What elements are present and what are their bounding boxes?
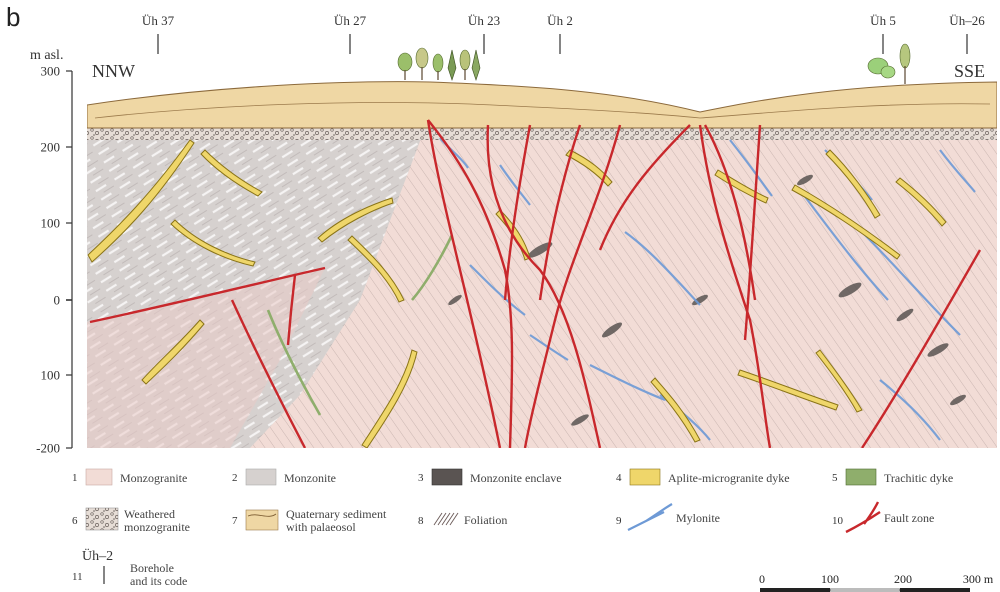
legend-number: 10 bbox=[832, 516, 843, 527]
legend-label: Quaternary sediment with palaeosol bbox=[286, 508, 386, 534]
borehole-label: Üh–26 bbox=[949, 14, 984, 27]
tree bbox=[416, 48, 428, 68]
legend-swatch-quaternary bbox=[246, 510, 278, 530]
scale-bar-label: 200 bbox=[894, 573, 912, 585]
tree bbox=[472, 50, 480, 80]
scale-bar-segment bbox=[900, 588, 970, 592]
legend-number: 11 bbox=[72, 572, 83, 583]
y-tick-label: 0 bbox=[20, 294, 60, 307]
y-axis bbox=[66, 71, 72, 448]
legend-swatch-foliation bbox=[434, 513, 458, 525]
legend-label: Monzonite bbox=[284, 472, 336, 485]
quaternary-sediment bbox=[87, 82, 997, 128]
tree bbox=[881, 66, 895, 78]
y-tick-label: 300 bbox=[20, 65, 60, 78]
legend-number: 6 bbox=[72, 516, 78, 527]
legend-swatch-aplite bbox=[630, 469, 660, 485]
tree-group-right bbox=[868, 44, 910, 84]
legend-label: Trachitic dyke bbox=[884, 472, 953, 485]
surface-trees bbox=[398, 44, 910, 84]
legend-swatch-enclave bbox=[432, 469, 462, 485]
scale-bar-segment bbox=[830, 589, 900, 591]
legend-swatch-mylonite bbox=[628, 504, 672, 530]
tree-group-center bbox=[398, 48, 480, 80]
legend-borehole-code: Üh–2 bbox=[82, 550, 113, 564]
scale-bar-segment bbox=[760, 588, 830, 592]
direction-right: SSE bbox=[954, 62, 985, 80]
borehole-label: Üh 23 bbox=[468, 14, 500, 27]
borehole-label: Üh 37 bbox=[142, 14, 174, 27]
borehole-label: Üh 27 bbox=[334, 14, 366, 27]
legend-number: 8 bbox=[418, 516, 424, 527]
legend-swatch-trachite bbox=[846, 469, 876, 485]
legend-number: 5 bbox=[832, 473, 838, 484]
y-tick-label: 100 bbox=[20, 369, 60, 382]
borehole-markers bbox=[158, 34, 967, 54]
direction-left: NNW bbox=[92, 62, 135, 80]
tree bbox=[900, 44, 910, 68]
legend-number: 3 bbox=[418, 473, 424, 484]
tree bbox=[448, 50, 456, 80]
legend-label: Monzogranite bbox=[120, 472, 187, 485]
scale-bar-label: 300 m bbox=[963, 573, 993, 585]
legend-swatch-monzonite bbox=[246, 469, 276, 485]
legend-label: Borehole and its code bbox=[130, 562, 187, 588]
legend-label: Foliation bbox=[464, 514, 507, 527]
legend-swatch-fault bbox=[846, 502, 880, 532]
legend-number: 1 bbox=[72, 473, 78, 484]
borehole-label: Üh 5 bbox=[870, 14, 896, 27]
scale-bar-label: 100 bbox=[821, 573, 839, 585]
y-tick-label: 200 bbox=[20, 141, 60, 154]
legend-label: Monzonite enclave bbox=[470, 472, 562, 485]
tree bbox=[460, 50, 470, 70]
legend-label: Weathered monzogranite bbox=[124, 508, 190, 534]
y-axis-title: m asl. bbox=[30, 49, 63, 63]
legend-number: 4 bbox=[616, 473, 622, 484]
legend-swatch-weathered-pattern bbox=[86, 508, 118, 530]
scale-bar-label: 0 bbox=[759, 573, 765, 585]
legend-number: 9 bbox=[616, 516, 622, 527]
legend-swatch-monzogranite bbox=[86, 469, 112, 485]
legend-label: Fault zone bbox=[884, 512, 934, 525]
tree bbox=[398, 53, 412, 71]
legend-label: Aplite-microgranite dyke bbox=[668, 472, 790, 485]
tree bbox=[433, 54, 443, 72]
legend-label: Mylonite bbox=[676, 512, 720, 525]
y-tick-label: 100 bbox=[20, 217, 60, 230]
scale-bar bbox=[760, 588, 970, 592]
y-tick-label: -200 bbox=[20, 442, 60, 455]
legend-number: 2 bbox=[232, 473, 238, 484]
legend-number: 7 bbox=[232, 516, 238, 527]
borehole-label: Üh 2 bbox=[547, 14, 573, 27]
